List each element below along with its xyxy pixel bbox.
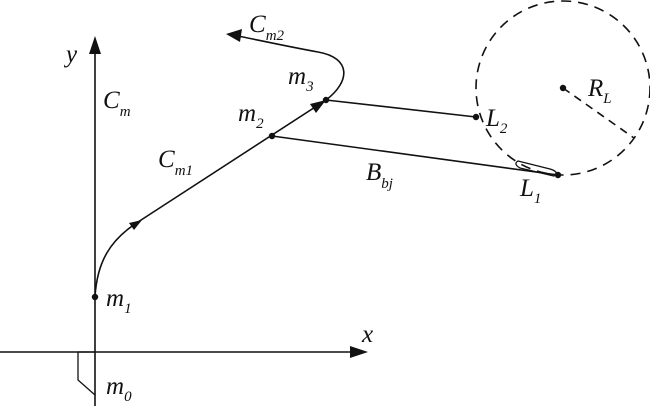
cm2-arrowhead <box>226 29 242 42</box>
trajectory-curve-cm2 <box>237 35 345 101</box>
line-bbj-m2-to-l1 <box>271 135 559 176</box>
trajectory-curve-cm <box>94 221 139 298</box>
label-m3: m3 <box>288 63 314 95</box>
label-cm2: Cm2 <box>249 11 285 44</box>
point-l1 <box>554 171 562 179</box>
origin-vessel-shape <box>77 351 96 396</box>
label-l2: L2 <box>485 105 508 137</box>
line-m3-to-l2 <box>325 99 477 118</box>
point-m3 <box>322 96 330 104</box>
x-axis-arrowhead <box>350 346 368 358</box>
label-bbj: Bbj <box>366 159 393 192</box>
range-circle <box>475 0 650 176</box>
axes <box>0 36 368 406</box>
point-m2 <box>268 132 276 140</box>
y-axis-arrowhead <box>89 36 101 54</box>
label-m0: m0 <box>106 373 132 405</box>
point-l2 <box>472 113 480 121</box>
target-vessel-l1 <box>515 160 557 177</box>
trajectory-segment-cm1 <box>137 99 327 223</box>
point-circle-center <box>559 84 567 92</box>
label-l1: L1 <box>519 175 541 207</box>
label-y-axis: y <box>63 41 78 68</box>
label-m2: m2 <box>238 100 264 132</box>
point-m1 <box>91 293 99 301</box>
cm1-arrowhead-1 <box>129 220 142 230</box>
label-rl: RL <box>587 75 612 107</box>
label-cm1: Cm1 <box>158 146 193 179</box>
cm1-arrowhead-2 <box>310 100 326 113</box>
label-x-axis: x <box>361 321 373 348</box>
label-m1: m1 <box>106 285 132 317</box>
radius-line <box>562 87 635 139</box>
label-cm: Cm <box>103 87 131 120</box>
